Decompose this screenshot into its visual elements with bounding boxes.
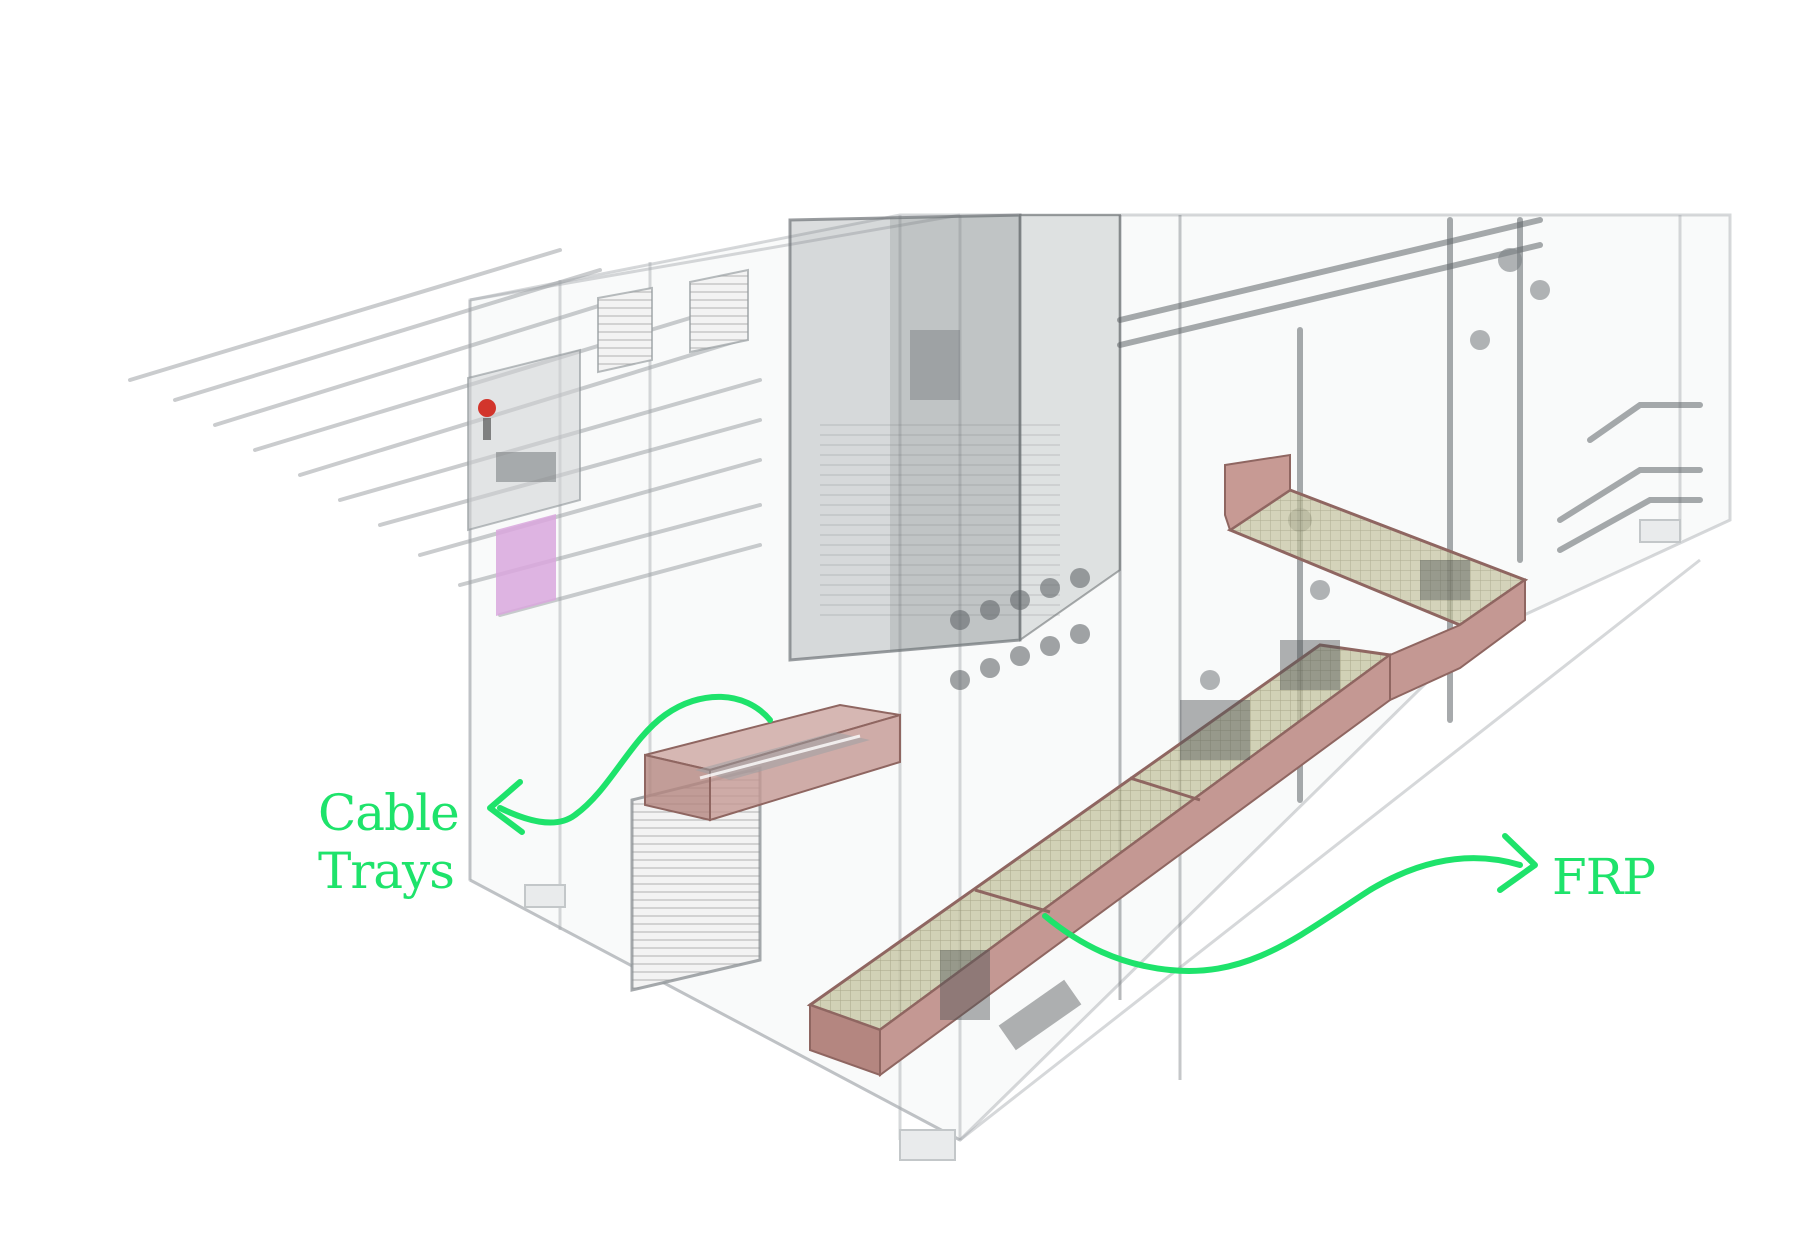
cable-trays-arrowhead-icon (487, 779, 525, 835)
emergency-stop-icon (478, 399, 496, 417)
container-feet (524, 519, 1681, 1161)
ceiling-rails (128, 248, 762, 617)
electrical-cabinet (788, 213, 1182, 1080)
frp-arrowhead-icon (1497, 833, 1538, 893)
frp-label: FRP (1552, 848, 1656, 906)
equipment-silhouettes (940, 560, 1470, 1051)
cable-tray-left (644, 703, 901, 822)
cable-trays-label-line1: Cable (318, 784, 460, 842)
cable-trays-label: Cable Trays (318, 784, 460, 900)
frp-arrow (1042, 855, 1523, 974)
cable-trays-arrow (497, 693, 773, 826)
cable-trays-label-line2: Trays (318, 842, 455, 900)
frp-grating-front (806, 643, 1394, 1077)
control-panel (467, 348, 581, 616)
magenta-label-plate (496, 514, 556, 616)
annotation-arrows (487, 693, 1538, 974)
wall-vents (597, 268, 762, 992)
frp-grating-rear (1224, 453, 1529, 702)
